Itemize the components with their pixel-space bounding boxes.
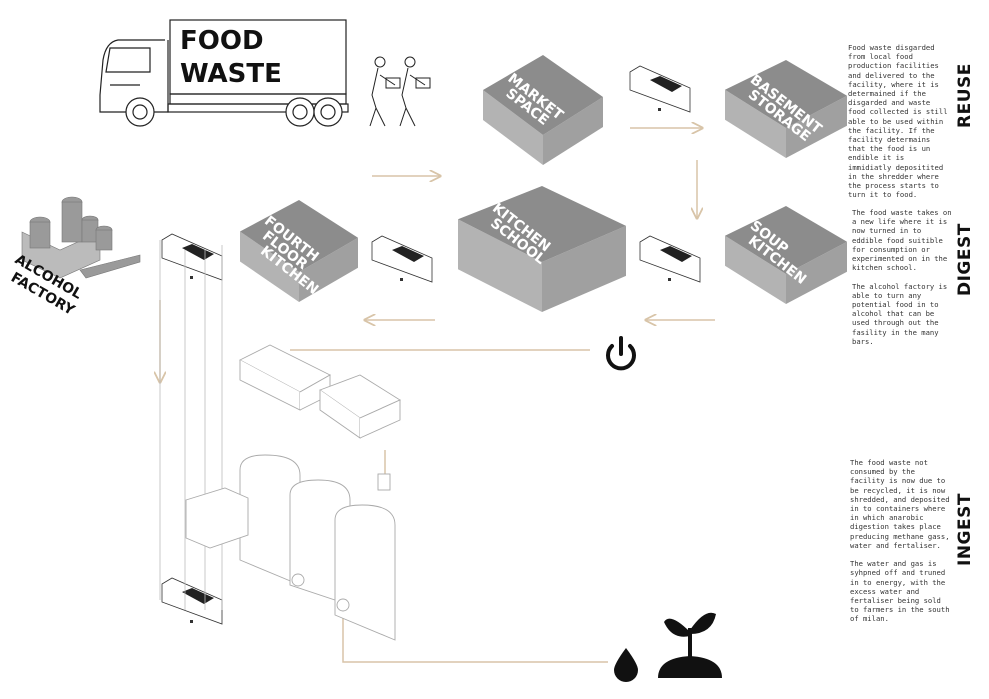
fourth-floor-kitchen-room-left-face xyxy=(240,231,299,302)
shredder-crate-2 xyxy=(639,235,701,283)
shredder-crate-4 xyxy=(161,233,223,281)
soup-kitchen-room-top-face xyxy=(725,206,847,274)
kitchen-school-room-right-face xyxy=(542,225,626,312)
ingest-description: The food waste not consumed by the facil… xyxy=(850,458,950,624)
soup-kitchen-room-left-face xyxy=(725,235,786,304)
basement-storage-room-left-face xyxy=(725,89,786,158)
truck-illustration xyxy=(99,19,349,127)
plant-icon xyxy=(658,612,722,678)
kitchen-school-room-top-face xyxy=(458,186,626,262)
basement-storage-room-top-face xyxy=(725,60,847,128)
alcohol-factory-illustration xyxy=(21,196,141,279)
flow-arrows xyxy=(160,128,715,663)
market-space-room-left-face xyxy=(483,90,543,165)
water-drop-icon xyxy=(614,648,638,682)
vertical-shaft xyxy=(159,240,223,610)
ingest-heading: INGEST xyxy=(955,493,975,566)
shredder-crate-5 xyxy=(161,577,223,625)
shredder-crate-1 xyxy=(629,65,691,113)
truck-title-line1: FOOD xyxy=(180,26,264,56)
soup-kitchen-room-right-face xyxy=(786,241,847,304)
digest-description: The food waste takes on a new life where… xyxy=(852,208,952,346)
anaerobic-digestion-machinery xyxy=(185,344,401,641)
fourth-floor-kitchen-room-top-face xyxy=(240,200,358,272)
kitchen-school-room-left-face xyxy=(458,219,542,312)
market-space-room-top-face xyxy=(483,55,603,135)
reuse-heading: REUSE xyxy=(955,63,975,128)
market-space-room-right-face xyxy=(543,97,603,165)
workers-carrying-boxes-icon xyxy=(369,56,431,127)
digest-heading: DIGEST xyxy=(955,223,975,296)
truck-title-line2: WASTE xyxy=(180,59,282,89)
power-icon xyxy=(606,336,636,371)
basement-storage-room-right-face xyxy=(786,95,847,158)
shredder-crate-3 xyxy=(371,235,433,283)
reuse-description: Food waste disgarded from local food pro… xyxy=(848,43,948,200)
fourth-floor-kitchen-room-right-face xyxy=(299,237,358,302)
